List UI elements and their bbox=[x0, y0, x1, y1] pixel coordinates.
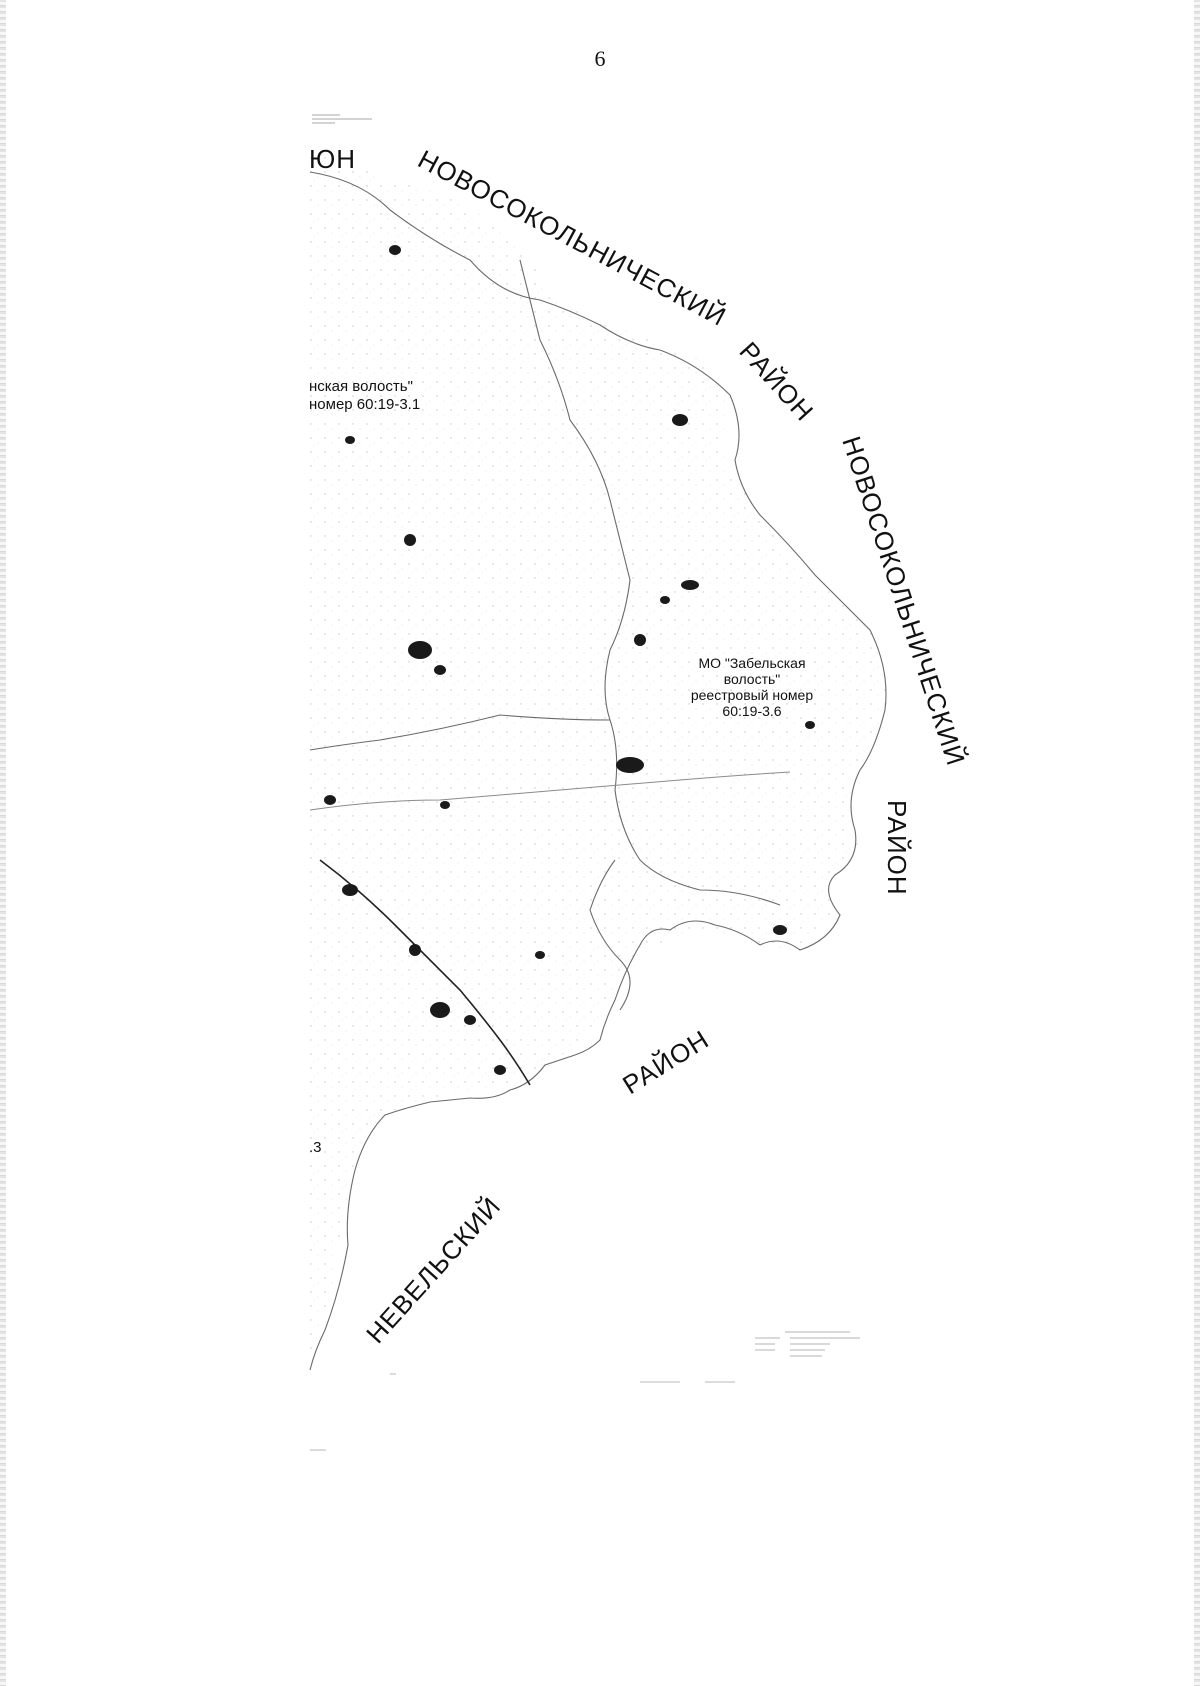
label-north-rayon: РАЙОН bbox=[734, 336, 820, 427]
label-top-left-cut: ЮН bbox=[309, 144, 356, 174]
mo-zabelskaya-line2: волость" bbox=[724, 671, 781, 687]
scan-edge-left bbox=[0, 0, 6, 1686]
district-boundaries bbox=[309, 171, 887, 1371]
scan-edge-right bbox=[1194, 0, 1200, 1686]
mo-zabelskaya-line4: 60:19-3.6 bbox=[722, 703, 781, 719]
label-east-rayon: РАЙОН bbox=[882, 800, 912, 896]
scale-marks bbox=[310, 1373, 735, 1451]
label-southwest-district: НЕВЕЛЬСКИЙ bbox=[360, 1191, 507, 1349]
settlement-markers bbox=[324, 245, 815, 1075]
label-south-rayon: РАЙОН bbox=[617, 1024, 714, 1100]
legend-block bbox=[755, 1331, 860, 1357]
mo-zabelskaya-line1: МО "Забельская bbox=[698, 655, 805, 671]
highway-line bbox=[319, 859, 531, 1086]
map-area bbox=[310, 150, 890, 1360]
neighbor-mo-line2: номер 60:19-3.1 bbox=[309, 396, 420, 413]
neighbor-mo-label: нская волость" номер 60:19-3.1 bbox=[309, 378, 420, 413]
mo-zabelskaya-line3: реестровый номер bbox=[691, 687, 813, 703]
neighbor-mo-line1: нская волость" bbox=[309, 378, 413, 395]
small-marks bbox=[312, 114, 372, 124]
mo-zabelskaya-label: МО "Забельская волость" реестровый номер… bbox=[691, 655, 813, 719]
road-east-west bbox=[309, 771, 791, 811]
page-number: 6 bbox=[594, 46, 606, 71]
cut-number: .3 bbox=[309, 1139, 322, 1156]
